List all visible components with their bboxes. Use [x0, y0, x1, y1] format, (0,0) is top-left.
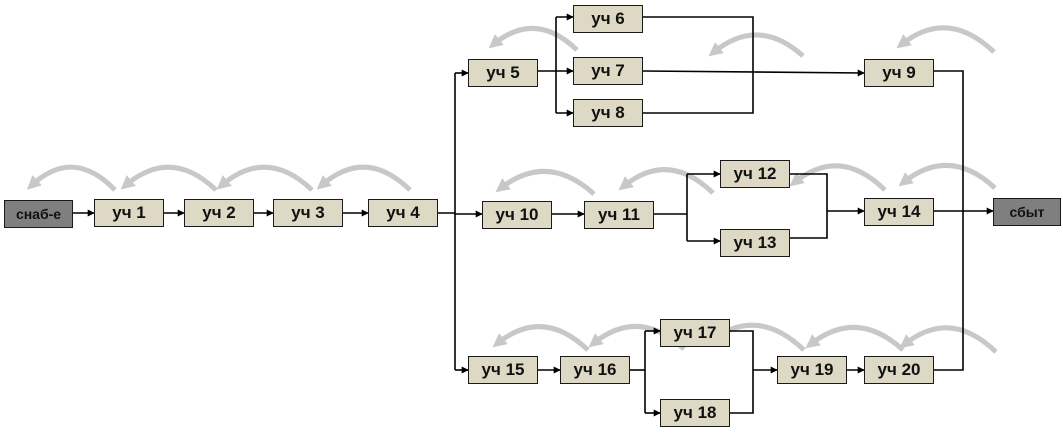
feedback-arrow-u5	[488, 25, 579, 52]
node-u3: уч 3	[273, 199, 343, 227]
feedback-arrow-u2	[120, 164, 218, 192]
node-u15: уч 15	[468, 356, 538, 384]
collector-line	[934, 70, 964, 371]
node-u14: уч 14	[864, 198, 934, 226]
node-u6: уч 6	[573, 5, 643, 33]
node-sbyt: сбыт	[993, 198, 1061, 226]
feedback-arrow-u9	[896, 25, 996, 54]
node-u12: уч 12	[720, 160, 790, 188]
feedback-arrow-u19	[805, 324, 905, 352]
node-u9: уч 9	[864, 59, 934, 87]
node-u5: уч 5	[468, 59, 538, 87]
flow-lines	[73, 13, 994, 417]
feedback-arrow-u1	[26, 164, 117, 192]
node-u7: уч 7	[573, 57, 643, 85]
node-u20: уч 20	[864, 356, 934, 384]
node-u11: уч 11	[584, 201, 654, 229]
merge-u12-u13	[790, 173, 828, 239]
node-u8: уч 8	[573, 99, 643, 127]
node-u1: уч 1	[94, 199, 164, 227]
node-u18: уч 18	[660, 399, 730, 427]
feedback-arrow-u3	[216, 164, 314, 192]
node-u13: уч 13	[720, 229, 790, 257]
feedback-arrow-u4	[316, 164, 412, 192]
feedback-arrow-u15	[492, 324, 590, 352]
node-u16: уч 16	[560, 356, 630, 384]
feedback-arrow-u14	[789, 163, 887, 192]
merge-u17-u18	[730, 330, 754, 414]
node-u2: уч 2	[184, 199, 254, 227]
feedback-arrow-u11	[618, 167, 715, 195]
arrow-u7-u9	[642, 69, 865, 77]
feedback-arrow-u10	[495, 168, 596, 196]
feedback-arrow-u7	[708, 32, 805, 58]
feedback-arrow-u20	[899, 325, 998, 354]
node-snab: снаб-е	[4, 200, 73, 228]
feedback-arrow-u14b	[898, 162, 997, 190]
node-u4: уч 4	[368, 199, 438, 227]
merge-u6-u8	[643, 16, 754, 114]
node-u17: уч 17	[660, 319, 730, 347]
node-u10: уч 10	[482, 201, 552, 229]
node-u19: уч 19	[777, 356, 847, 384]
